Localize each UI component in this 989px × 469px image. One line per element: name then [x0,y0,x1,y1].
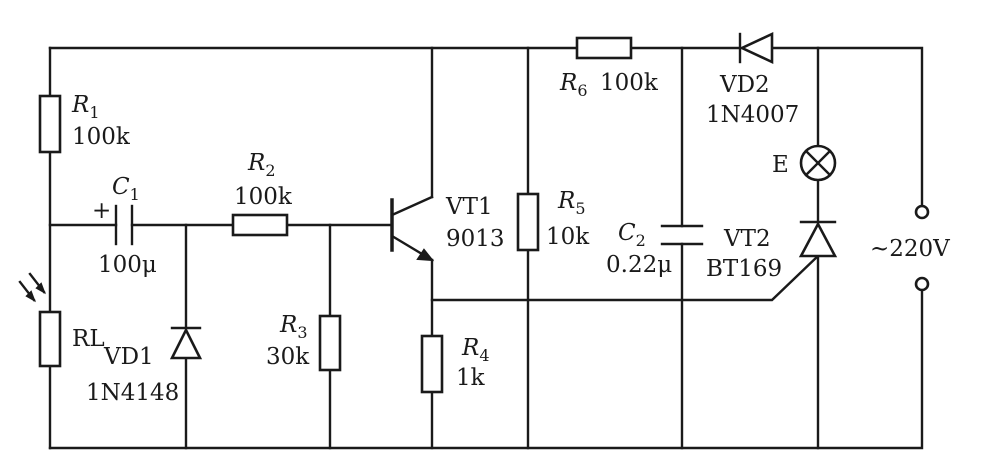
resistor-r2 [231,213,289,237]
vt1-part: 9013 [446,226,505,252]
vd1-part: 1N4148 [86,380,179,406]
light-arrows-icon [18,272,46,303]
resistor-r6 [575,36,633,60]
wires [48,46,924,450]
c1-designator: C1 [112,174,140,204]
lamp-e [799,144,837,182]
r6-value: 100k [600,70,659,96]
r5-value: 10k [546,224,590,250]
lamp-label: E [772,152,789,178]
r5-designator: R5 [557,188,586,218]
c2-designator: C2 [618,220,646,250]
terminal-top [914,204,930,220]
diode-vd2 [738,31,774,65]
transistor-vt1 [390,195,435,262]
r1-value: 100k [72,124,131,150]
r4-designator: R4 [461,335,490,365]
r2-designator: R2 [247,150,276,180]
r3-designator: R3 [279,312,308,342]
c2-value: 0.22μ [606,252,672,278]
vt2-label: VT2 [723,226,771,252]
c1-value: 100μ [98,252,157,278]
resistor-r4 [420,334,444,394]
vt2-part: BT169 [706,256,782,282]
capacitor-c1 [114,204,134,246]
rl-label: RL [72,326,105,352]
resistor-r1 [38,94,62,154]
bottom-rail [48,288,924,450]
vd1-label: VD1 [103,344,154,370]
r4-value: 1k [456,365,486,391]
r6-designator: R6 [559,70,588,100]
capacitor-c2 [660,224,704,246]
resistor-r5 [516,192,540,252]
r1-designator: R1 [71,92,100,122]
top-rail-right [770,46,924,208]
supply-label: ~220V [870,236,950,262]
vd2-label: VD2 [719,72,770,98]
vd2-part: 1N4007 [706,102,799,128]
thyristor-vt2 [798,220,838,258]
vt1-label: VT1 [445,194,493,220]
resistor-r3 [318,314,342,372]
c1-polarity: + [92,198,111,224]
terminal-bottom [914,276,930,292]
wire-gate [430,254,820,302]
r3-value: 30k [266,344,310,370]
photoresistor-rl [38,310,62,368]
r2-value: 100k [234,184,293,210]
diode-vd1 [169,326,203,360]
